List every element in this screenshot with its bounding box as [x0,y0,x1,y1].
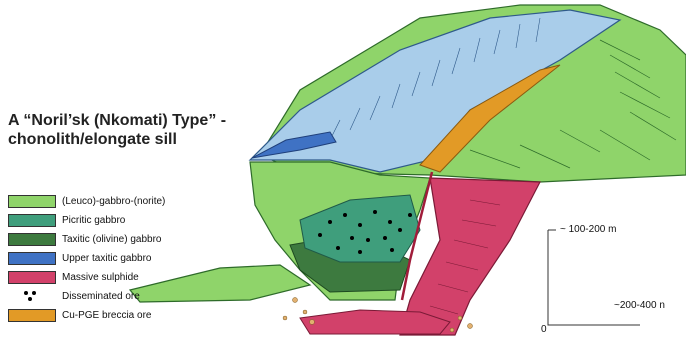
disseminated-ore-icon [22,290,42,303]
scale-vertical-label: ~ 100-200 m [560,224,616,235]
swatch-massive-sulphide [8,271,56,284]
swatch-picritic-gabbro [8,214,56,227]
legend-label: (Leuco)-gabbro-(norite) [62,195,165,208]
diagram-title: A “Noril’sk (Nkomati) Type” - chonolith/… [8,111,226,149]
legend-label: Taxitic (olivine) gabbro [62,233,162,246]
swatch-leuco-gabbro [8,195,56,208]
swatch-taxitic-olivine-gabbro [8,233,56,246]
legend-label: Cu-PGE breccia ore [62,309,151,322]
swatch-upper-taxitic-gabbro [8,252,56,265]
legend-label: Upper taxitic gabbro [62,252,152,265]
lower-country-rock [130,265,310,302]
title-line-1: A “Noril’sk (Nkomati) Type” - [8,111,226,130]
legend-label: Massive sulphide [62,271,139,284]
swatch-cu-pge-breccia [8,309,56,322]
legend-label: Disseminated ore [62,290,140,303]
scale-origin-label: 0 [541,324,547,335]
scale-horizontal-label: ~200-400 n [614,300,665,311]
legend-label: Picritic gabbro [62,214,125,227]
title-line-2: chonolith/elongate sill [8,130,226,149]
